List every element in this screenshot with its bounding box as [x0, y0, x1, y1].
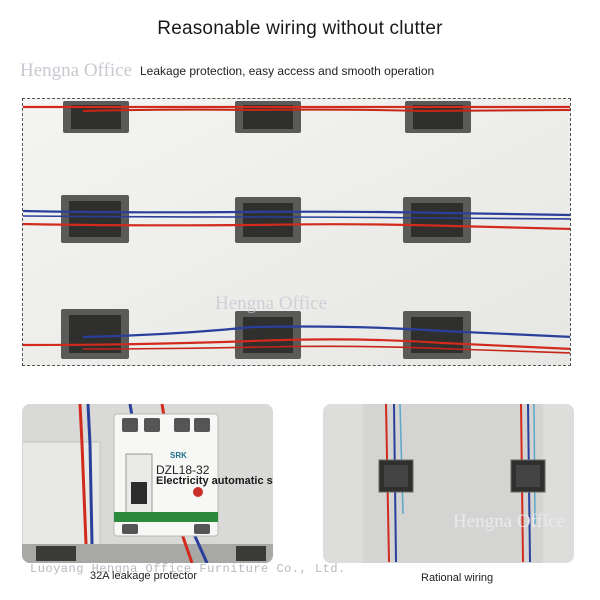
watermark-right: Hengna Office — [453, 511, 566, 532]
breaker-overlay-label: Electricity automatic switch — [156, 475, 273, 487]
breaker-brand: SRK — [170, 451, 187, 460]
wiring-overview-photo — [22, 98, 571, 366]
page-title: Reasonable wiring without clutter — [157, 18, 443, 39]
socket-row-2 — [61, 195, 471, 243]
breaker-model: DZL18-32 — [156, 463, 210, 477]
socket-row-3 — [61, 309, 471, 359]
wall-wiring-illustration — [323, 404, 574, 563]
watermark-bottom: Luoyang Hengna Office Furniture Co., Ltd… — [30, 562, 346, 576]
breaker-illustration: SRK DZL18-32 Electricity automatic switc… — [22, 404, 273, 563]
caption-leakage-protector: 32A leakage protector — [90, 570, 198, 582]
rational-wiring-photo — [323, 404, 574, 563]
leakage-protector-photo: SRK DZL18-32 Electricity automatic switc… — [22, 404, 273, 563]
caption-rational-wiring: Rational wiring — [421, 572, 494, 584]
watermark-middle: Hengna Office — [215, 293, 328, 314]
page-subtitle: Leakage protection, easy access and smoo… — [140, 64, 435, 78]
wiring-illustration — [23, 99, 570, 365]
socket-row-1 — [63, 101, 471, 133]
watermark-top: Hengna Office — [20, 60, 133, 81]
